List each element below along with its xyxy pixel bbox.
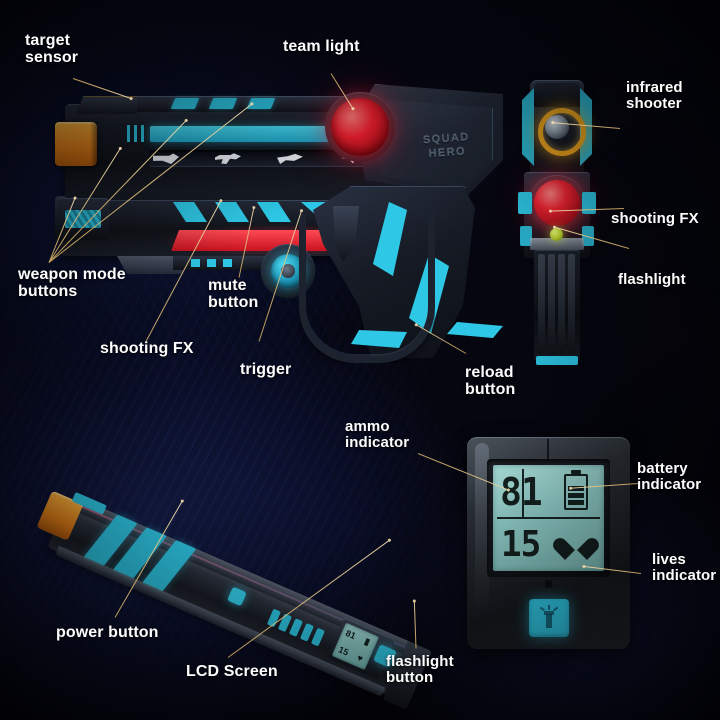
label-infrared-shooter: infrared shooter [626,79,683,113]
label-shooting-fx-right: shooting FX [611,210,699,227]
label-lcd-screen: LCD Screen [186,663,278,680]
label-trigger: trigger [240,361,292,378]
label-weapon-mode-buttons: weapon mode buttons [18,266,126,301]
label-shooting-fx-left: shooting FX [100,340,194,357]
label-power-button: power button [56,624,159,641]
label-ammo-indicator: ammo indicator [345,418,410,452]
label-team-light: team light [283,38,360,55]
label-lives-indicator: lives indicator [652,551,717,585]
label-mute-button: mute button [208,277,259,312]
label-battery-indicator: battery indicator [637,460,702,494]
label-reload-button: reload button [465,364,516,399]
label-flashlight-button: flashlight button [386,653,454,687]
label-flashlight: flashlight [618,271,686,288]
label-target-sensor: target sensor [25,32,79,67]
